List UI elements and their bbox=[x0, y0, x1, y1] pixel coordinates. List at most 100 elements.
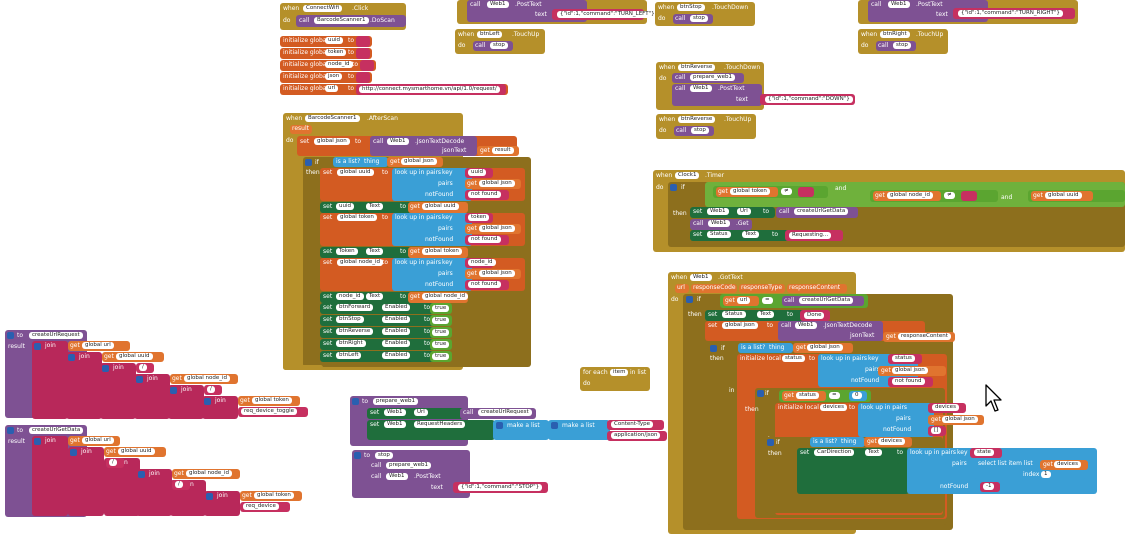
gear-icon[interactable] bbox=[206, 493, 213, 500]
web-dropdown[interactable]: Web1 bbox=[384, 409, 406, 416]
call-stop-block[interactable]: call stop bbox=[473, 41, 513, 51]
string-value[interactable]: [] bbox=[931, 427, 942, 434]
btnright-touchup-block[interactable]: when btnRight .TouchUp do call stop bbox=[858, 29, 948, 54]
bool-value[interactable]: true bbox=[432, 317, 450, 324]
call-createurlgetdata-block[interactable]: call createUrlGetData bbox=[782, 296, 864, 306]
proc-dropdown[interactable]: stop bbox=[690, 15, 708, 22]
bool-value[interactable]: true bbox=[432, 305, 450, 312]
prop-dropdown[interactable]: Enabled bbox=[382, 304, 411, 311]
component-dropdown[interactable]: BarcodeScanner1 bbox=[305, 115, 360, 122]
string-value[interactable]: state bbox=[974, 449, 994, 456]
islist-3-block[interactable]: is a list? thing bbox=[810, 437, 865, 447]
number-value[interactable]: 1 bbox=[1041, 471, 1051, 478]
make-a-list-inner-block[interactable]: make a list bbox=[548, 420, 610, 440]
comp-dropdown[interactable]: btnReverse bbox=[336, 328, 374, 335]
gear-icon[interactable] bbox=[686, 296, 693, 303]
string-block[interactable]: {"id":1,"command":"TURN_LEFT"} bbox=[552, 9, 658, 20]
prop-dropdown[interactable]: Text bbox=[757, 311, 775, 318]
empty-string-block[interactable] bbox=[961, 191, 977, 201]
bool-value[interactable]: true bbox=[432, 353, 450, 360]
call-stop-block[interactable]: call stop bbox=[876, 41, 916, 51]
get-gjson-4-block[interactable]: get global json bbox=[928, 415, 984, 425]
notfound-string[interactable]: not found bbox=[465, 190, 509, 200]
var-dropdown[interactable]: devices bbox=[1054, 461, 1081, 468]
var-dropdown[interactable]: global token bbox=[730, 188, 770, 195]
var-dropdown[interactable]: global node_id bbox=[887, 192, 934, 199]
string-block[interactable] bbox=[356, 72, 370, 83]
string-value[interactable]: devices bbox=[932, 404, 959, 411]
var-dropdown[interactable]: global token bbox=[252, 397, 292, 404]
string-block[interactable] bbox=[356, 48, 370, 59]
string-value[interactable]: {"id":1,"command":"STOP"} bbox=[458, 484, 543, 491]
param-dropdown[interactable]: responseContent bbox=[898, 333, 951, 340]
prop-dropdown[interactable]: Enabled bbox=[382, 352, 411, 359]
number-value[interactable]: 0 bbox=[852, 392, 862, 399]
get-token-block[interactable]: get global token bbox=[716, 187, 778, 197]
devices-key-string[interactable]: devices bbox=[928, 403, 966, 413]
islist-2-block[interactable]: is a list? thing bbox=[738, 343, 793, 353]
get-status-block[interactable]: get status bbox=[782, 391, 826, 401]
gear-icon[interactable] bbox=[757, 390, 764, 397]
string-block[interactable]: req_device_toggle bbox=[238, 407, 308, 417]
contenttype-string[interactable]: Content-Type bbox=[607, 420, 664, 430]
var-dropdown[interactable]: global json bbox=[942, 416, 978, 423]
proc-dropdown[interactable]: createUrlGetData bbox=[794, 208, 849, 215]
gear-icon[interactable] bbox=[670, 184, 677, 191]
component-dropdown[interactable]: Clock1 bbox=[675, 172, 700, 179]
global-name[interactable]: token bbox=[325, 49, 347, 56]
get-global-json-block[interactable]: get global json bbox=[387, 157, 443, 167]
var-dropdown[interactable]: global token bbox=[422, 248, 462, 255]
join-block[interactable]: join bbox=[202, 396, 238, 419]
string-value[interactable]: status bbox=[892, 355, 915, 362]
get-gjson-3-block[interactable]: get global json bbox=[878, 366, 946, 376]
component-dropdown[interactable]: btnReverse bbox=[678, 116, 716, 123]
set-status-text-block[interactable]: set Status Text to bbox=[690, 230, 790, 241]
gear-icon[interactable] bbox=[102, 365, 109, 372]
get-devices-2-block[interactable]: get devices bbox=[1040, 460, 1088, 470]
gear-icon[interactable] bbox=[70, 449, 77, 456]
var-dropdown[interactable]: global uuid bbox=[422, 203, 459, 210]
string-stop-block[interactable]: {"id":1,"command":"STOP"} bbox=[453, 482, 548, 493]
string-value[interactable]: req_device bbox=[243, 503, 279, 510]
web-dropdown[interactable]: Web1 bbox=[707, 208, 729, 215]
local-name[interactable]: status bbox=[782, 355, 805, 362]
gear-icon[interactable] bbox=[136, 376, 143, 383]
gear-icon[interactable] bbox=[68, 354, 75, 361]
string-value[interactable]: token bbox=[468, 214, 490, 221]
bool-value[interactable]: true bbox=[432, 341, 450, 348]
string-value[interactable]: Content-Type bbox=[611, 421, 653, 428]
var-dropdown[interactable]: global node_id bbox=[186, 470, 233, 477]
done-string-block[interactable]: Done bbox=[800, 310, 830, 321]
slash-string[interactable]: / bbox=[172, 480, 190, 490]
string-value[interactable]: not found bbox=[892, 378, 925, 385]
component-dropdown[interactable]: btnReverse bbox=[678, 64, 716, 71]
proc-dropdown[interactable]: stop bbox=[893, 42, 911, 49]
jsontextdecode-block[interactable]: call Web1 .JsonTextDecode jsonText bbox=[370, 136, 477, 156]
component-dropdown[interactable]: btnRight bbox=[880, 31, 910, 38]
compare-uuid-block[interactable]: get global uuid bbox=[1028, 190, 1125, 202]
turnright-block[interactable]: call Web1 .PostText text {"id":1,"comman… bbox=[858, 0, 1078, 24]
notfound-string[interactable]: not found bbox=[888, 377, 933, 387]
web-dropdown[interactable]: Web1 bbox=[795, 322, 817, 329]
prop-dropdown[interactable]: Url bbox=[414, 409, 428, 416]
posttext-down-block[interactable]: call Web1 .PostText text bbox=[672, 84, 762, 106]
var-dropdown[interactable]: global json bbox=[892, 367, 928, 374]
key-string[interactable]: node_id bbox=[465, 258, 496, 268]
get-uuid-block[interactable]: get global uuid bbox=[1031, 191, 1093, 201]
component-dropdown[interactable]: btnLeft bbox=[477, 31, 503, 38]
string-value[interactable]: Requesting... bbox=[789, 232, 832, 239]
gear-icon[interactable] bbox=[352, 398, 359, 405]
bool-block[interactable]: true bbox=[430, 339, 452, 350]
var-dropdown[interactable]: global uuid bbox=[118, 448, 155, 455]
